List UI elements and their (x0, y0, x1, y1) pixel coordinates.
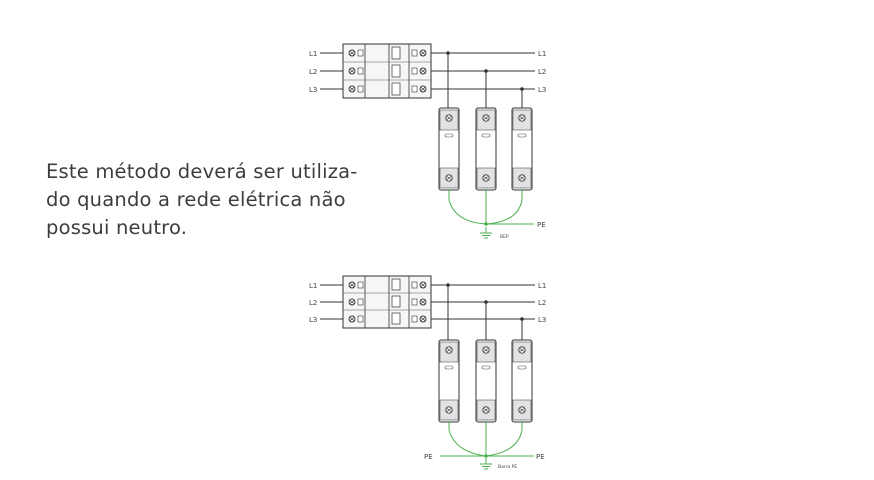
description-line-2: do quando a rede elétrica não (46, 188, 346, 211)
bep-label: BEP (500, 234, 509, 240)
ground-icon (479, 226, 493, 239)
input-label-l1: L1 (309, 282, 317, 290)
barra-pe-label: Barra PE (498, 464, 517, 470)
input-label-l3: L3 (309, 316, 317, 324)
breaker-block (342, 275, 432, 329)
diagram-top: L1 L2 L3 (309, 43, 546, 240)
output-label-l1: L1 (538, 282, 546, 290)
spd-module-3 (511, 107, 533, 191)
output-wires (431, 52, 535, 108)
input-label-l2: L2 (309, 299, 317, 307)
input-label-l2: L2 (309, 68, 317, 76)
output-wires (431, 284, 535, 340)
description-line-3: possui neutro. (46, 216, 188, 239)
output-label-l3: L3 (538, 86, 546, 94)
junction-dots (446, 283, 524, 321)
spd-module-3 (511, 339, 533, 423)
input-label-l3: L3 (309, 86, 317, 94)
ground-icon (479, 457, 493, 470)
ground-wires (440, 422, 534, 457)
junction-dots (446, 51, 524, 91)
input-wires (320, 284, 343, 320)
output-label-l1: L1 (538, 50, 546, 58)
ground-wires (448, 190, 534, 225)
output-label-l2: L2 (538, 68, 546, 76)
diagram-bottom: L1 L2 L3 (309, 275, 546, 470)
breaker-block (342, 43, 432, 99)
description-line-1: Este método deverá ser utiliza- (46, 160, 358, 183)
input-label-l1: L1 (309, 50, 317, 58)
output-label-l2: L2 (538, 299, 546, 307)
spd-module-2 (475, 339, 497, 423)
pe-right-label: PE (536, 453, 545, 461)
method-description: Este método deverá ser utiliza- do quand… (46, 158, 376, 242)
spd-module-1 (438, 339, 460, 423)
input-wires (320, 52, 343, 90)
ground-junction (484, 454, 488, 458)
output-label-l3: L3 (538, 316, 546, 324)
spd-module-1 (438, 107, 460, 191)
pe-left-label: PE (424, 453, 433, 461)
spd-module-2 (475, 107, 497, 191)
pe-label: PE (537, 221, 546, 229)
ground-junction (484, 222, 488, 226)
